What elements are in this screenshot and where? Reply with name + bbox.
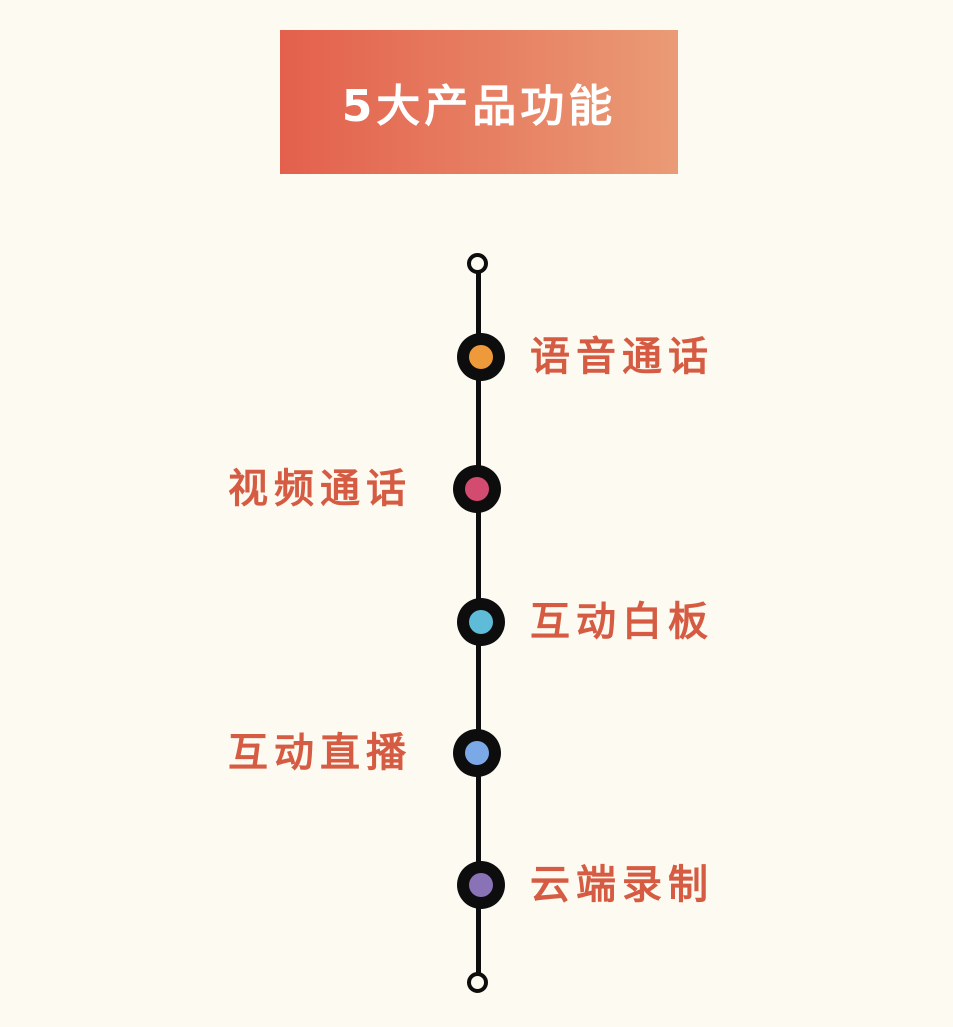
page-title: 5大产品功能 [341, 81, 617, 132]
feature-label-video-call: 视频通话 [228, 466, 412, 512]
feature-node-live-stream [453, 729, 501, 777]
feature-node-voice-call [457, 333, 505, 381]
feature-label-cloud-recording: 云端录制 [530, 862, 714, 908]
feature-label-whiteboard: 互动白板 [530, 599, 714, 645]
feature-node-cloud-recording [457, 861, 505, 909]
feature-dot [469, 610, 493, 634]
feature-dot [465, 477, 489, 501]
feature-node-whiteboard [457, 598, 505, 646]
feature-dot [469, 873, 493, 897]
feature-label-live-stream: 互动直播 [228, 730, 412, 776]
feature-dot [465, 741, 489, 765]
timeline-end-cap [467, 972, 488, 993]
feature-label-voice-call: 语音通话 [530, 334, 714, 380]
timeline-start-cap [467, 253, 488, 274]
feature-node-video-call [453, 465, 501, 513]
feature-dot [469, 345, 493, 369]
title-banner: 5大产品功能 [280, 30, 678, 174]
